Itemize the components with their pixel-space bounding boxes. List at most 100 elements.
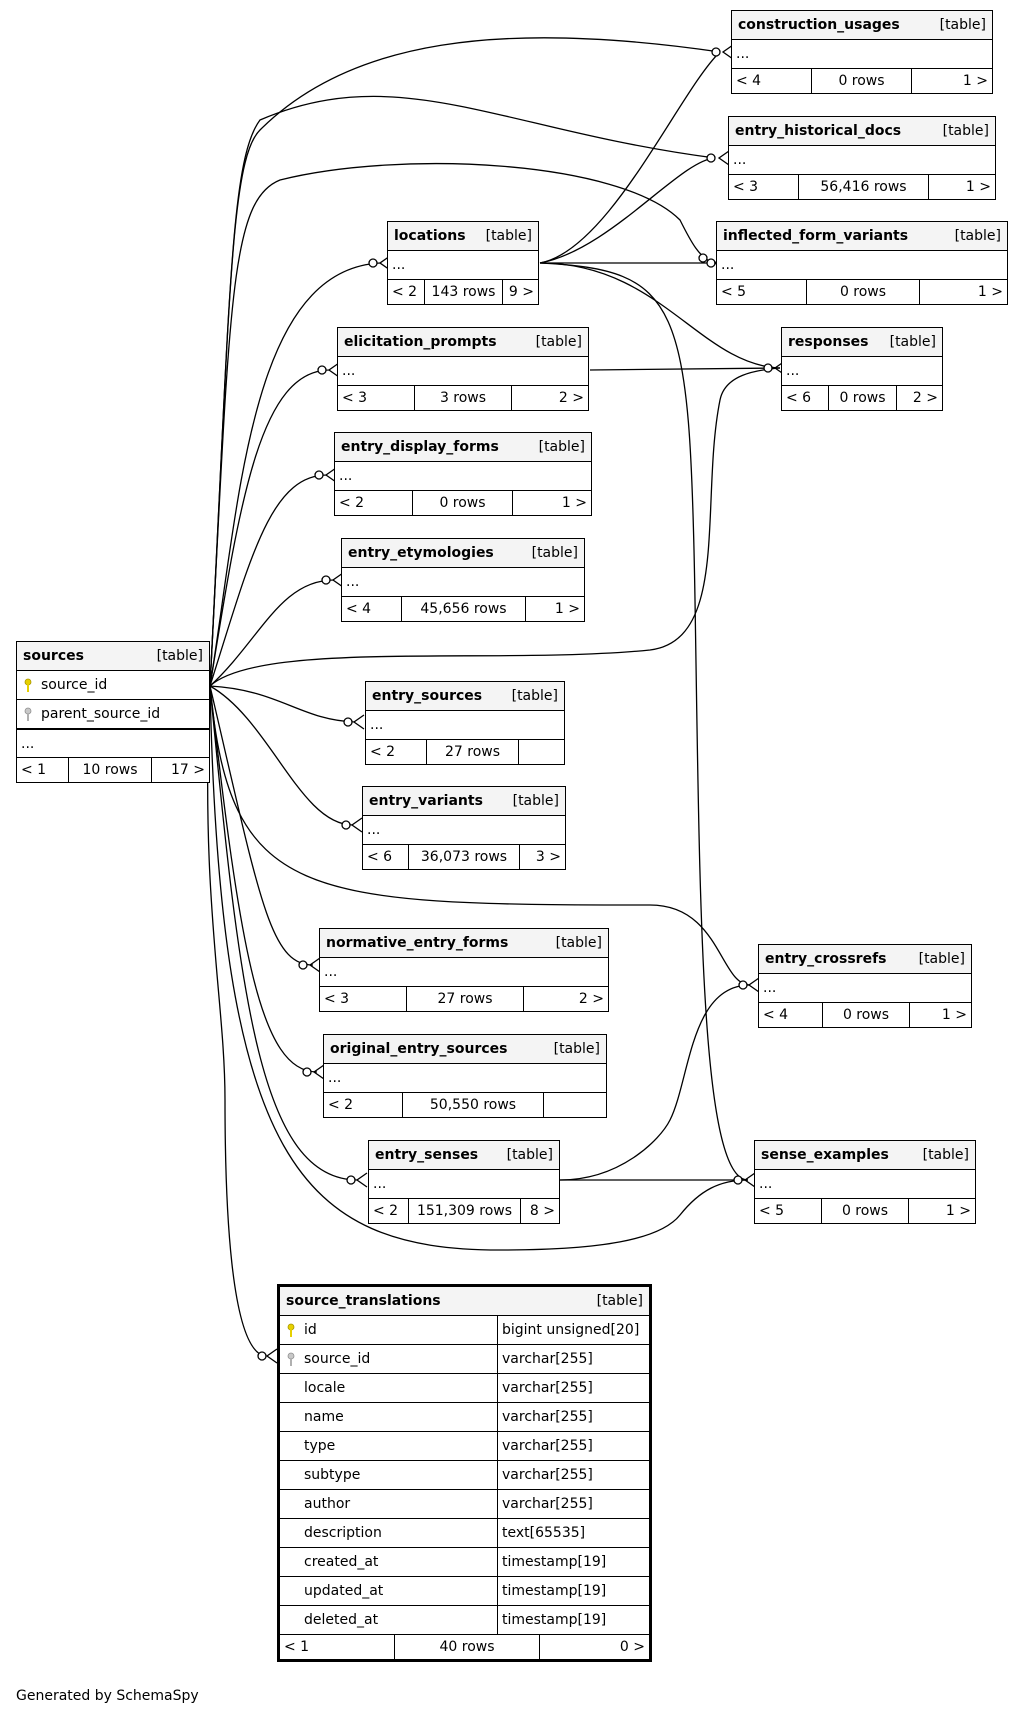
table-body: ...	[759, 974, 971, 1003]
parents-count[interactable]: < 6	[782, 386, 829, 410]
parents-count[interactable]: < 2	[366, 740, 427, 764]
children-count[interactable]: 1 >	[554, 601, 580, 617]
crowfoot-marker	[378, 255, 391, 271]
parents-count[interactable]: < 2	[388, 280, 425, 304]
table-name: inflected_form_variants	[723, 228, 909, 244]
column-name: created_at	[304, 1554, 379, 1570]
blank-key-slot	[284, 1584, 298, 1598]
edge-sources-sense_examples	[209, 685, 749, 1251]
children-count[interactable]	[544, 1093, 606, 1117]
table-name: entry_variants	[369, 793, 483, 809]
table-kind: [table]	[156, 648, 203, 664]
parents-count[interactable]: < 5	[717, 280, 807, 304]
parents-count[interactable]: < 2	[324, 1093, 403, 1117]
table-kind: [table]	[512, 793, 559, 809]
column-type: text[65535]	[502, 1525, 586, 1541]
children-count[interactable]: 2 >	[912, 390, 938, 406]
parents-count[interactable]: < 3	[320, 987, 407, 1011]
children-count[interactable]: 1 >	[941, 1007, 967, 1023]
children-count[interactable]: 3 >	[535, 849, 561, 865]
table-name: entry_crossrefs	[765, 951, 887, 967]
edge-end-marker	[763, 363, 773, 373]
table-name: source_translations	[286, 1293, 441, 1309]
edge-end-marker	[343, 717, 353, 727]
row-count: 3 rows	[415, 386, 512, 410]
row-count: 0 rows	[413, 491, 513, 515]
children-count[interactable]: 1 >	[977, 284, 1003, 300]
table-name: normative_entry_forms	[326, 935, 509, 951]
table-name: original_entry_sources	[330, 1041, 508, 1057]
edge-locations-sense_examples	[539, 262, 749, 1181]
table-name: responses	[788, 334, 869, 350]
table-kind: [table]	[506, 1147, 553, 1163]
parents-count[interactable]: < 4	[342, 597, 402, 621]
parents-count[interactable]: < 4	[732, 69, 812, 93]
table-body: ...	[342, 568, 584, 597]
parents-count[interactable]: < 2	[335, 491, 413, 515]
parents-count[interactable]: < 4	[759, 1003, 823, 1027]
table-name: entry_display_forms	[341, 439, 499, 455]
table-kind: [table]	[889, 334, 936, 350]
crowfoot-marker	[350, 817, 363, 833]
column-name-cell: description	[280, 1519, 498, 1547]
table-sources[interactable]: sources[table] source_id parent_source_i…	[16, 641, 210, 783]
column-name-cell: locale	[280, 1374, 498, 1402]
edge-sources-entry_crossrefs	[209, 685, 751, 986]
column-type: varchar[255]	[502, 1467, 593, 1483]
parents-count[interactable]: < 1	[280, 1635, 395, 1659]
parents-count[interactable]: < 3	[729, 175, 799, 199]
table-kind: [table]	[555, 935, 602, 951]
children-count[interactable]: 1 >	[945, 1203, 971, 1219]
parents-count[interactable]: < 2	[369, 1199, 409, 1223]
row-count: 27 rows	[427, 740, 519, 764]
column-parent_source_id: parent_source_id	[17, 700, 209, 729]
children-count[interactable]: 2 >	[558, 390, 584, 406]
parents-count[interactable]: < 1	[17, 758, 69, 782]
children-count[interactable]	[519, 740, 564, 764]
edge-sources-locations	[209, 262, 381, 687]
children-count[interactable]: 17 >	[171, 762, 205, 778]
crowfoot-marker	[331, 572, 344, 588]
edge-end-marker	[711, 47, 721, 57]
column-name: updated_at	[304, 1583, 384, 1599]
children-count[interactable]: 8 >	[529, 1203, 555, 1219]
children-count[interactable]: 0 >	[619, 1639, 645, 1655]
children-count[interactable]: 1 >	[561, 495, 587, 511]
table-kind: [table]	[485, 228, 532, 244]
parents-count[interactable]: < 6	[363, 845, 409, 869]
table-kind: [table]	[535, 334, 582, 350]
edge-elicitation_prompts-responses	[589, 367, 781, 371]
children-count[interactable]: 1 >	[965, 179, 991, 195]
parents-count[interactable]: < 5	[755, 1199, 822, 1223]
children-count[interactable]: 2 >	[578, 991, 604, 1007]
edge-locations-entry_historical_docs	[539, 157, 716, 264]
parents-count[interactable]: < 3	[338, 386, 415, 410]
foreign-key-icon	[21, 707, 35, 721]
children-count[interactable]: 1 >	[962, 73, 988, 89]
column-name-cell: deleted_at	[280, 1606, 498, 1634]
crowfoot-marker	[717, 150, 730, 166]
foreign-key-icon	[284, 1352, 298, 1366]
table-kind: [table]	[596, 1293, 643, 1309]
children-count[interactable]: 9 >	[508, 284, 534, 300]
footer-credit: Generated by SchemaSpy	[16, 1688, 199, 1704]
